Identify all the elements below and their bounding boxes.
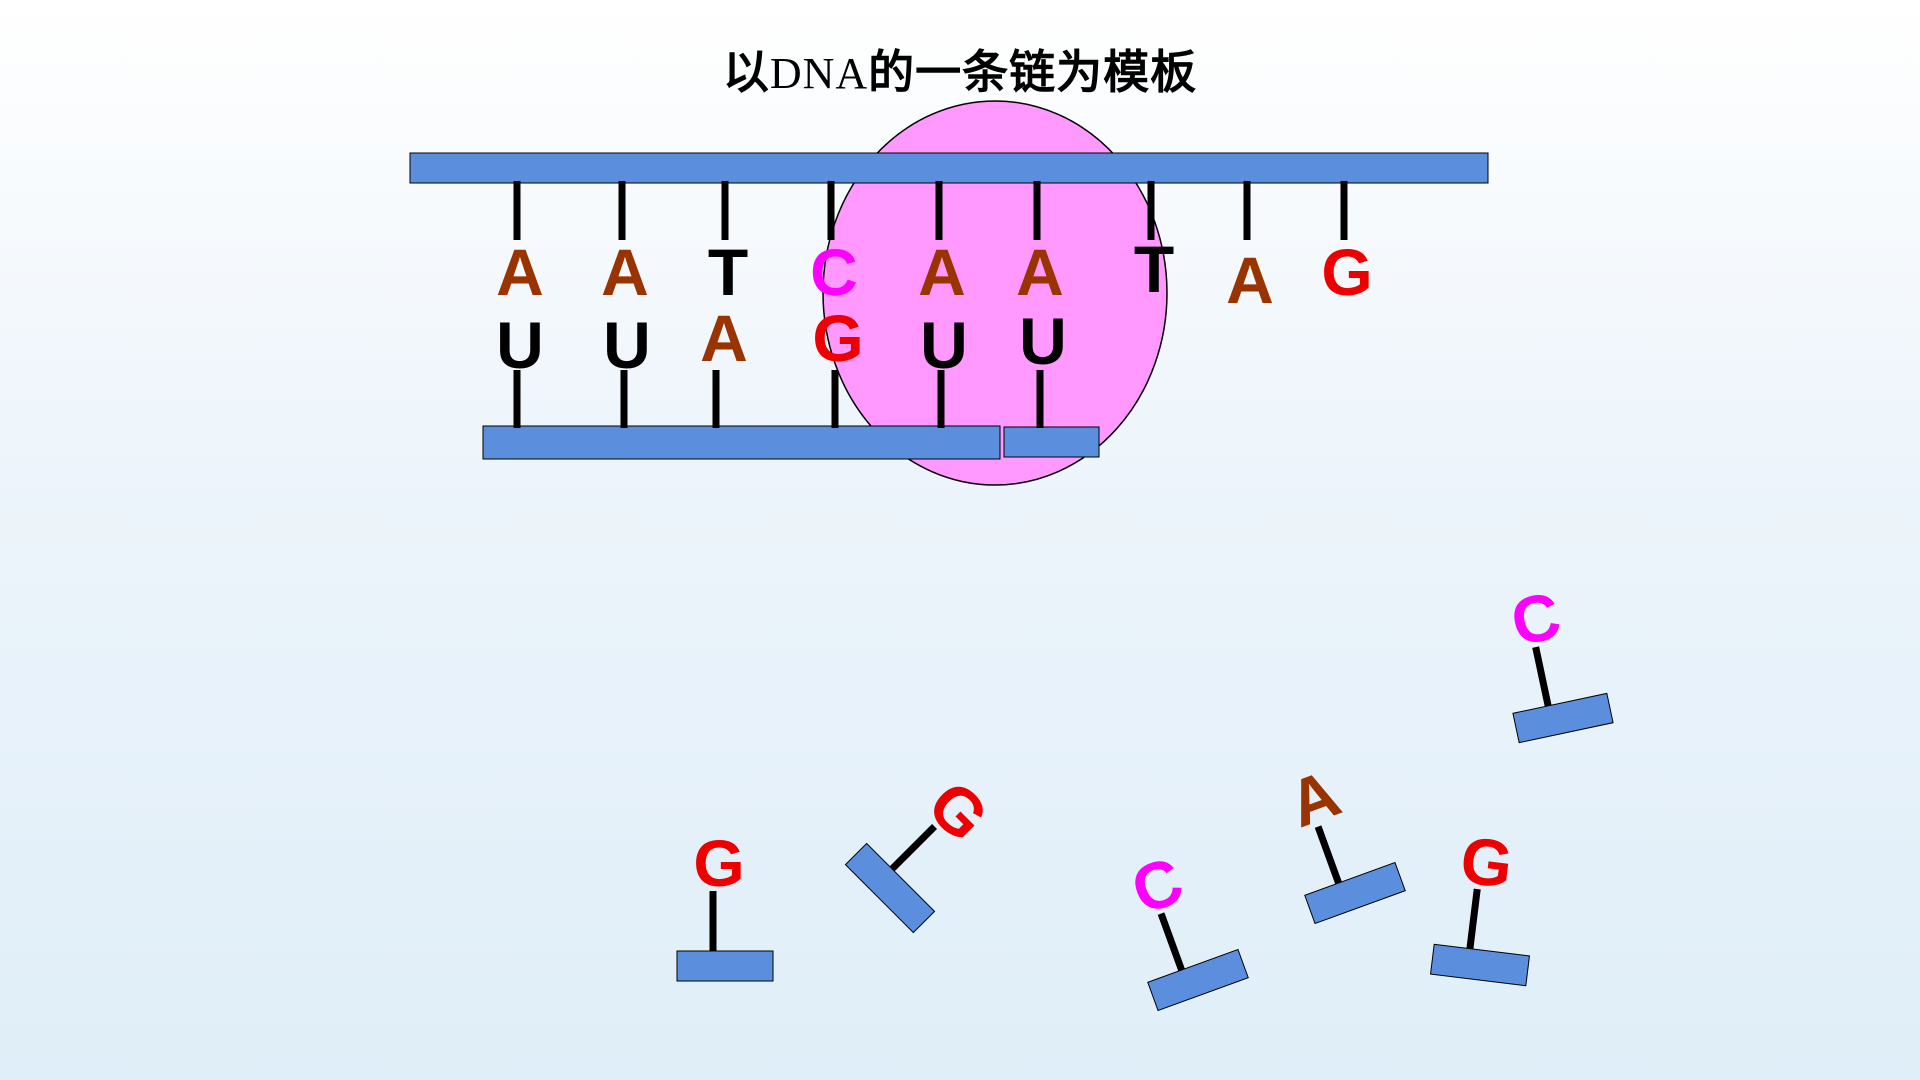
title-prefix: 以 bbox=[722, 45, 770, 99]
free-nucleotide-sugar bbox=[1147, 948, 1249, 1012]
free-nucleotide-sugar bbox=[1512, 692, 1614, 744]
rna-base-3: A bbox=[700, 301, 748, 375]
template-base-4: C bbox=[810, 235, 858, 309]
free-nucleotide-sugar bbox=[1429, 943, 1531, 987]
free-nucleotide-base: C bbox=[1122, 842, 1192, 928]
template-base-2: A bbox=[601, 235, 649, 309]
free-nucleotide-1: G bbox=[676, 826, 774, 982]
slide-title: 以DNA的一条链为模板 bbox=[0, 36, 1920, 102]
free-nucleotide-base: G bbox=[1457, 822, 1517, 902]
free-nucleotide-stem bbox=[1157, 912, 1185, 972]
free-nucleotide-base: C bbox=[1505, 577, 1567, 659]
rna-base-6: U bbox=[1019, 304, 1067, 378]
free-nucleotide-base: A bbox=[1279, 755, 1349, 841]
rna-base-5: U bbox=[920, 308, 968, 382]
free-nucleotide-sugar bbox=[844, 842, 936, 934]
free-nucleotide-5: G bbox=[1429, 822, 1531, 987]
rna-base-4: G bbox=[812, 301, 863, 375]
free-nucleotide-3: C bbox=[1122, 842, 1249, 1012]
rna-polymerase-ellipse bbox=[822, 100, 1168, 486]
free-nucleotides: G G C A G C bbox=[676, 577, 1614, 1012]
free-nucleotide-sugar bbox=[1304, 861, 1406, 925]
free-nucleotide-4: A bbox=[1279, 755, 1406, 925]
template-base-6: A bbox=[1016, 235, 1064, 309]
free-nucleotide-sugar bbox=[676, 950, 774, 982]
free-nucleotide-stem bbox=[1466, 888, 1481, 950]
title-dna: DNA bbox=[769, 49, 869, 98]
rna-base-1: U bbox=[496, 308, 544, 382]
free-nucleotide-stem bbox=[889, 824, 938, 872]
title-suffix: 的一条链为模板 bbox=[868, 45, 1198, 99]
template-base-9: G bbox=[1321, 235, 1372, 309]
free-nucleotide-base: G bbox=[693, 826, 744, 900]
template-base-1: A bbox=[496, 235, 544, 309]
rna-strand-backbone-new-segment bbox=[1003, 426, 1100, 458]
template-strand-backbone bbox=[409, 152, 1489, 184]
rna-stems bbox=[513, 370, 1044, 428]
template-base-3: T bbox=[708, 235, 748, 309]
template-base-5: A bbox=[918, 235, 966, 309]
free-nucleotide-stem bbox=[1532, 646, 1552, 707]
template-base-7: T bbox=[1134, 232, 1174, 306]
free-nucleotide-2: G bbox=[844, 767, 1003, 934]
rna-strand-backbone bbox=[482, 425, 1001, 460]
free-nucleotide-6: C bbox=[1505, 577, 1614, 744]
template-stems bbox=[513, 181, 1348, 240]
free-nucleotide-stem bbox=[1314, 825, 1342, 885]
rna-base-2: U bbox=[603, 308, 651, 382]
template-base-8: A bbox=[1226, 243, 1274, 317]
free-nucleotide-base: G bbox=[914, 767, 1003, 856]
